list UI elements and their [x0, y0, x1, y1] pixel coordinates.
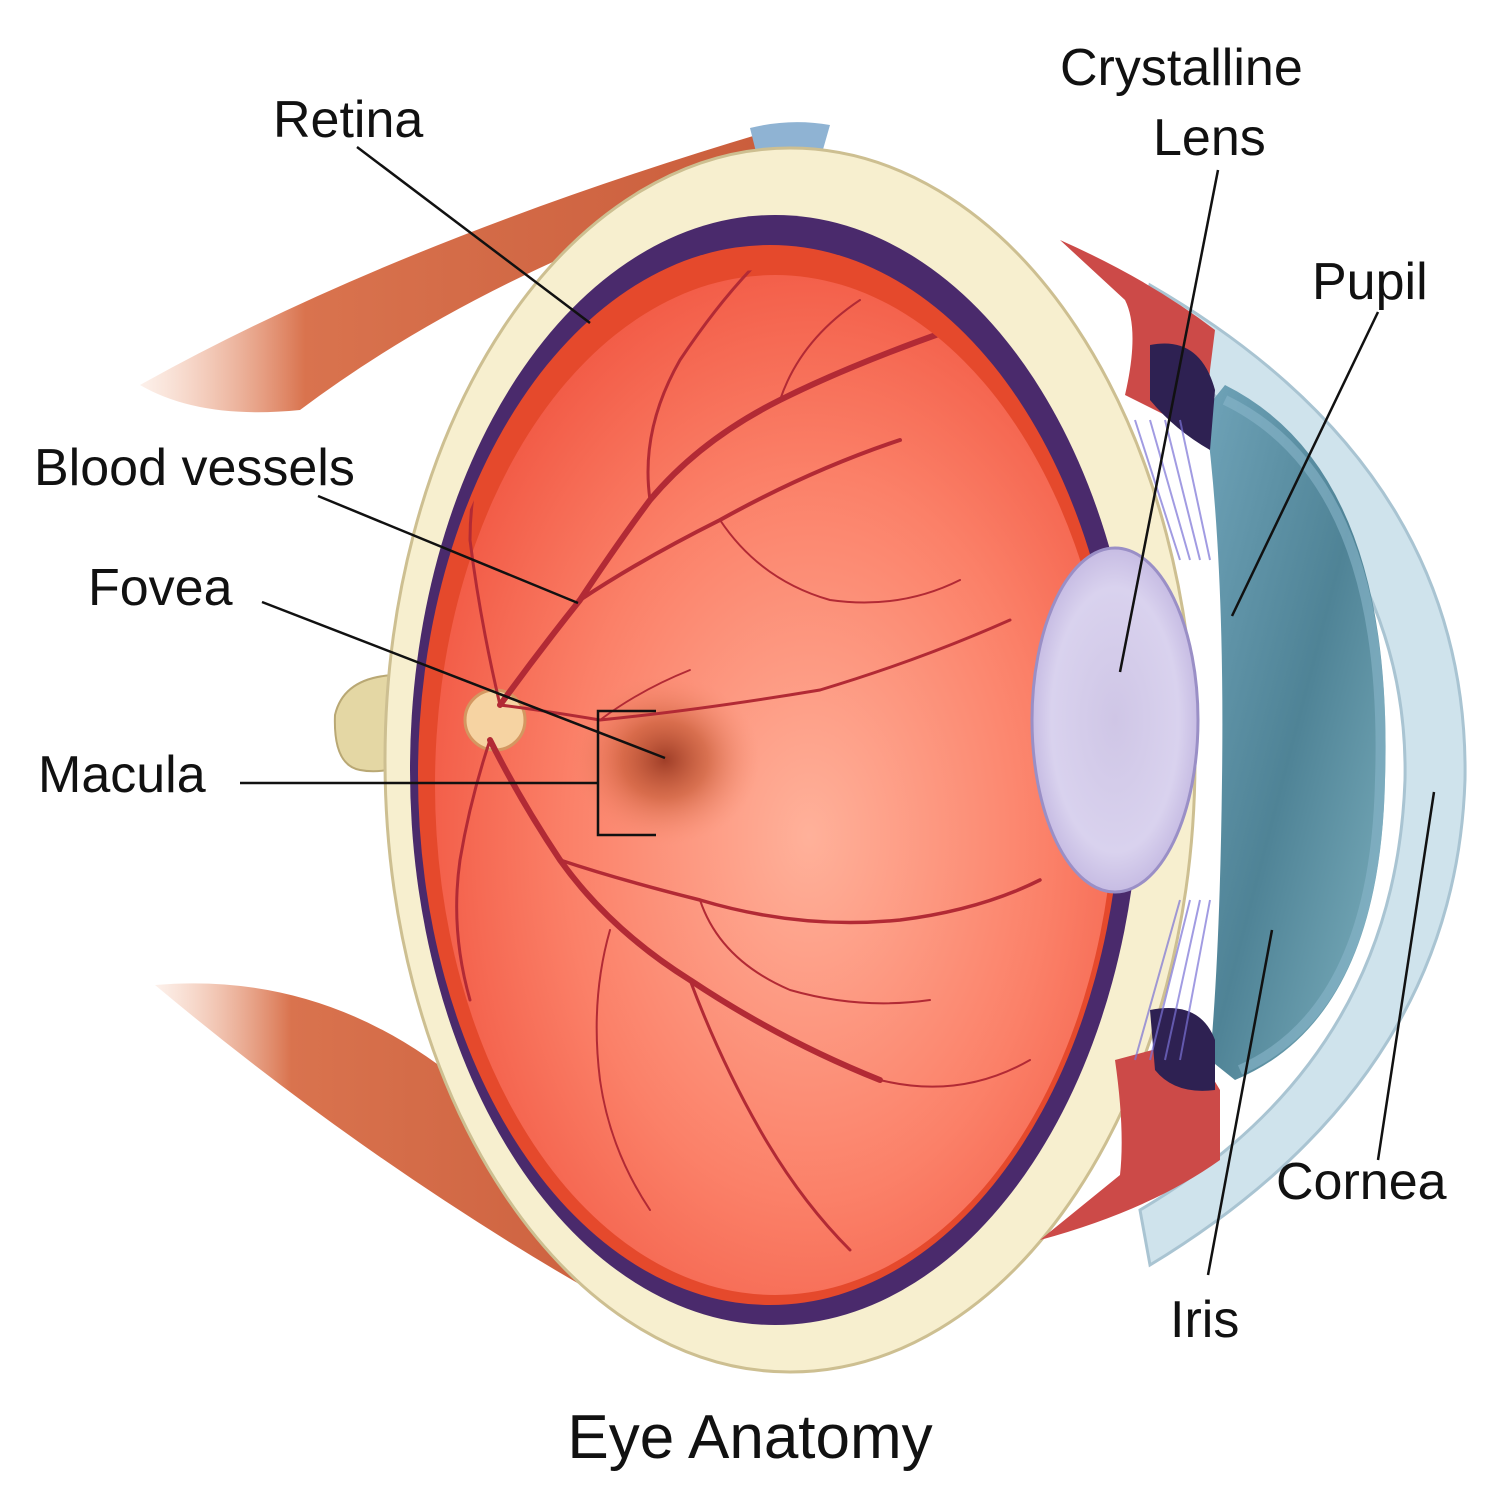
label-crystalline-lens-line2: Lens: [1153, 109, 1266, 167]
label-crystalline-lens-line1: Crystalline: [1060, 39, 1303, 97]
cornea-shape: [1138, 282, 1467, 1268]
blood-vessels-leader: [317, 494, 579, 605]
iris-shape: [1205, 385, 1386, 1080]
retina-leader: [356, 146, 591, 324]
ciliary-body-bottom: [1040, 1040, 1220, 1240]
leader-lines: [240, 146, 1436, 1276]
crystalline-lens: [1030, 546, 1200, 894]
cornea-leader: [1376, 791, 1436, 1161]
macula-bracket: [596, 709, 656, 837]
label-fovea: Fovea: [88, 559, 233, 617]
pupil-leader: [1230, 311, 1380, 617]
diagram-title: Eye Anatomy: [567, 1403, 933, 1472]
blood-vessel-network: [455, 270, 1042, 1252]
label-retina: Retina: [273, 91, 424, 149]
crystalline-lens-leader: [1118, 169, 1220, 673]
label-pupil: Pupil: [1312, 253, 1428, 311]
label-cornea: Cornea: [1276, 1153, 1447, 1211]
label-macula: Macula: [38, 746, 206, 804]
vitreous-body: [435, 275, 1115, 1295]
iris-leader: [1206, 929, 1274, 1276]
label-blood-vessels: Blood vessels: [34, 439, 355, 497]
label-iris: Iris: [1170, 1291, 1240, 1349]
